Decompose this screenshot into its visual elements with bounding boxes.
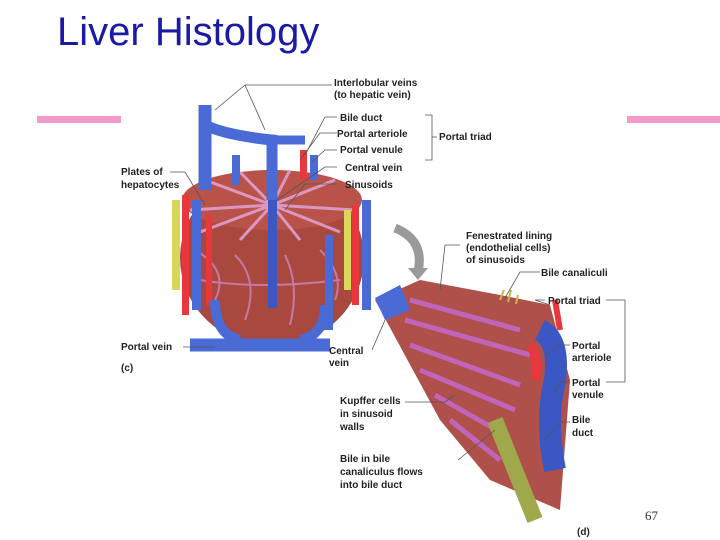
label-bile-flow-canaliculus: canaliculus flows [340, 467, 423, 478]
label-portal-triad-d: Portal triad [548, 296, 601, 307]
lobule-illustration [172, 105, 371, 352]
sinusoid-detail-illustration [375, 280, 570, 523]
label-portal-arteriole-d-sub: arteriole [572, 353, 612, 364]
label-interlobular-veins-sub: (to hepatic vein) [334, 90, 411, 101]
label-plates-of: Plates of [121, 167, 163, 178]
label-sinusoids: Sinusoids [345, 180, 393, 191]
label-portal-arteriole-d: Portal [572, 341, 601, 352]
label-bile-canaliculi: Bile canaliculi [541, 268, 608, 279]
label-central-vein-d: Central [329, 346, 364, 357]
label-hepatocytes: hepatocytes [121, 180, 180, 191]
page-number: 67 [645, 508, 658, 523]
accent-bar-right [627, 116, 720, 123]
label-portal-arteriole-c: Portal arteriole [337, 129, 408, 140]
magnify-arrow-head [408, 268, 428, 280]
label-interlobular-veins: Interlobular veins [334, 78, 418, 89]
label-kupffer-cells: Kupffer cells [340, 396, 401, 407]
label-portal-venule-d-sub: venule [572, 390, 604, 401]
label-portal-vein: Portal vein [121, 342, 172, 353]
label-panel-d: (d) [577, 527, 590, 538]
label-of-sinusoids: of sinusoids [466, 255, 525, 266]
accent-bar-left [37, 116, 121, 123]
label-bile-duct-c: Bile duct [340, 113, 383, 124]
label-endothelial-cells: (endothelial cells) [466, 243, 550, 254]
label-fenestrated-lining: Fenestrated lining [466, 231, 552, 242]
label-bile-flow-duct: into bile duct [340, 480, 403, 491]
label-panel-c: (c) [121, 363, 133, 374]
label-central-vein-d-sub: vein [329, 358, 349, 369]
label-bile-flow: Bile in bile [340, 454, 390, 465]
label-kupffer-walls: walls [339, 422, 365, 433]
label-bile-duct-d-sub: duct [572, 428, 594, 439]
label-portal-venule-c: Portal venule [340, 145, 403, 156]
label-kupffer-in-sinusoid: in sinusoid [340, 409, 393, 420]
leader-lines [170, 84, 626, 461]
label-portal-venule-d: Portal [572, 378, 601, 389]
label-central-vein-c: Central vein [345, 163, 402, 174]
magnify-arrow [393, 223, 424, 273]
slide-title: Liver Histology [57, 10, 320, 54]
label-bile-duct-d: Bile [572, 415, 591, 426]
label-portal-triad-c: Portal triad [439, 132, 492, 143]
